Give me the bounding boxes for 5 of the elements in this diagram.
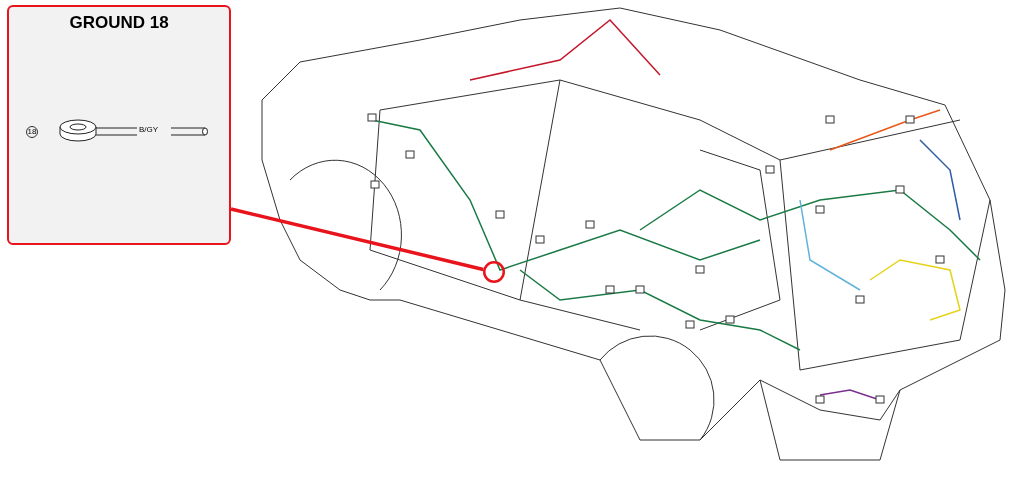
callout-panel (7, 5, 231, 245)
wire-code: B/GY (139, 125, 159, 134)
callout-title: GROUND 18 (68, 13, 170, 33)
location-marker (483, 261, 505, 283)
leader-line (230, 207, 484, 272)
